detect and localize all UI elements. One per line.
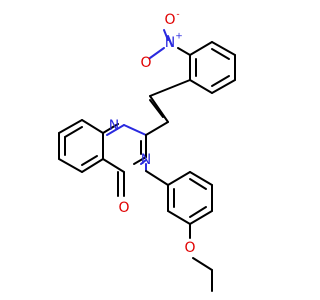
ether-oxygen-label: O [184, 240, 195, 256]
vinyl-linker [145, 79, 191, 136]
nitro-nitrogen-charge: + [175, 32, 183, 42]
benzo-ring [58, 119, 104, 173]
ethoxyphenyl-ring [167, 171, 213, 225]
nitrogen-atom-label-1: N [109, 118, 119, 134]
nitrophenyl-ring [189, 41, 236, 94]
ethoxy-chain [189, 223, 213, 292]
nitro-oxygen-label-1: O [164, 12, 175, 28]
carbonyl-group [117, 171, 125, 197]
molecule-structure: N N O N + O - O O [58, 10, 236, 292]
nitrogen-atom-label-2: N [141, 152, 151, 168]
nitro-oxygen-charge: - [176, 10, 179, 20]
carbonyl-oxygen-label: O [118, 200, 129, 216]
n-aryl-bond [145, 163, 169, 186]
nitro-nitrogen-label: N [165, 35, 175, 51]
pyrimidinone-ring [102, 123, 147, 173]
molecule-canvas: N N O N + O - O O [58, 9, 236, 292]
nitro-group-bonds [149, 29, 191, 59]
nitro-oxygen-label-2: O [140, 55, 151, 71]
